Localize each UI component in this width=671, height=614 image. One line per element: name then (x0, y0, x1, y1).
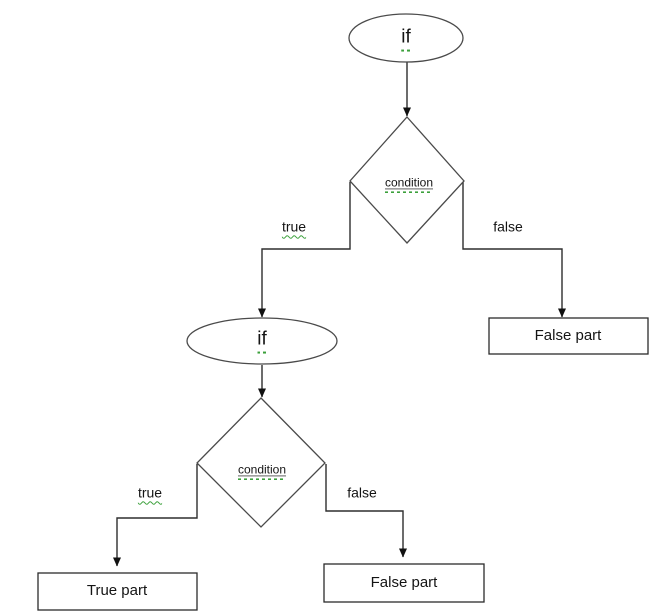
node-if-inner-label: if (257, 328, 267, 354)
edge-outer-false-label: false (493, 218, 523, 235)
node-condition-inner-label: condition (237, 462, 287, 481)
edge-inner-false (325, 464, 407, 558)
edge-outer-true-label: true (281, 218, 307, 235)
node-false-part-outer-rect (488, 317, 649, 355)
node-false-part-outer-label: False part (534, 326, 602, 344)
node-if-outer-label: if (401, 26, 411, 52)
node-false-part-inner-label: False part (370, 573, 438, 591)
edge-inner-false-label: false (347, 484, 377, 501)
node-condition-outer-label: condition (384, 175, 434, 194)
node-true-part-inner-rect (37, 572, 198, 611)
edge-inner-true (113, 464, 198, 567)
edge-outer-true (258, 182, 351, 318)
node-false-part-inner-rect (323, 563, 485, 603)
edge-outer-false (462, 181, 566, 318)
edge-inner-true-label: true (137, 484, 163, 501)
node-true-part-inner-label: True part (86, 581, 148, 599)
